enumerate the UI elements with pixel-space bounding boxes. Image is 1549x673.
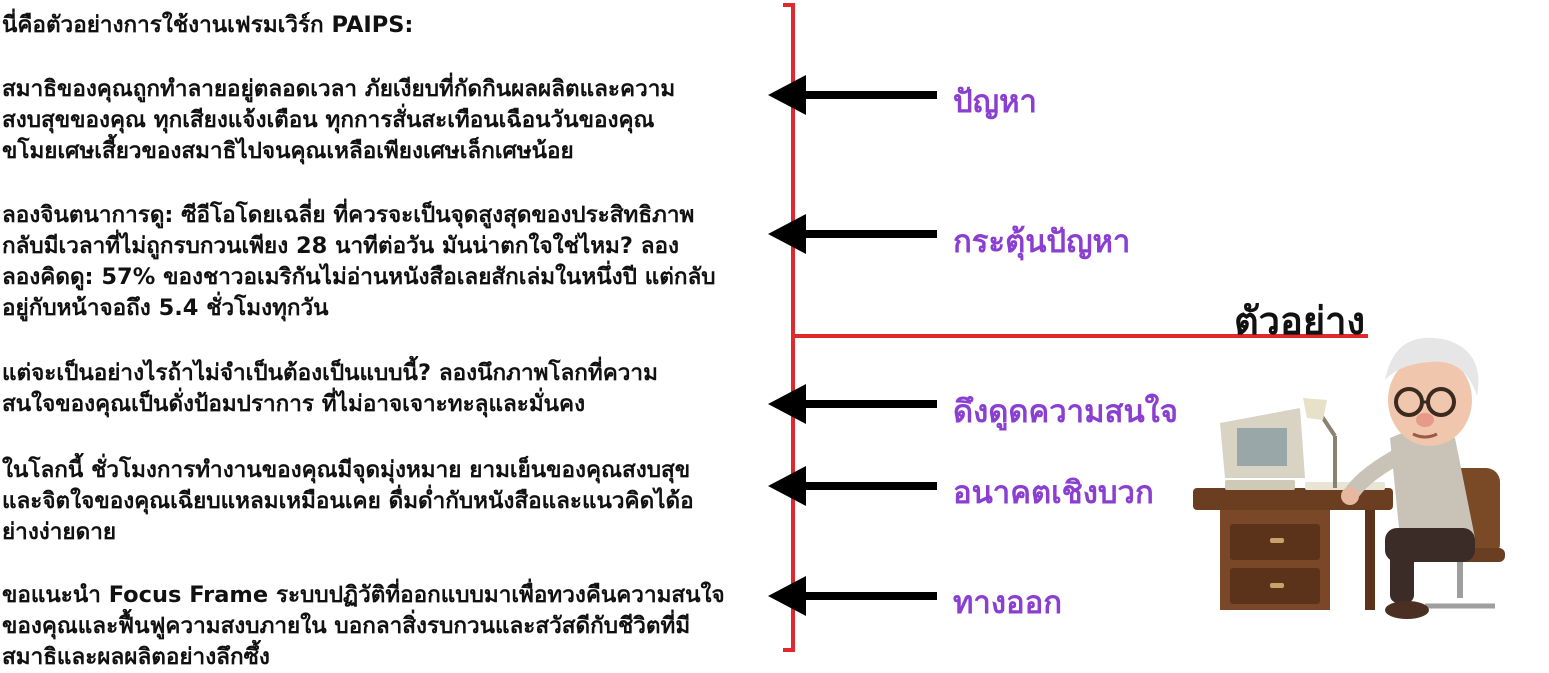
elderly-man <box>1341 337 1479 619</box>
label-intrigue: ดึงดูดความสนใจ <box>953 394 1178 430</box>
intrigue-text: แต่จะเป็นอย่างไรถ้าไม่จำเป็นต้องเป็นแบบน… <box>2 360 658 417</box>
solution-text: ขอแนะนำ Focus Frame ระบบปฏิวัติที่ออกแบบ… <box>2 582 725 670</box>
arrow-positive-future <box>768 466 937 506</box>
arrow-agitate <box>768 214 937 254</box>
bracket-line <box>783 3 795 652</box>
agitate-text: ลองจินตนาการดู: ซีอีโอโดยเฉลี่ย ที่ควรจะ… <box>2 202 716 321</box>
desk <box>1193 488 1393 610</box>
label-positive-future: อนาคตเชิงบวก <box>953 475 1154 511</box>
problem-text: สมาธิของคุณถูกทำลายอยู่ตลอดเวลา ภัยเงียบ… <box>2 76 676 164</box>
intro-text: นี่คือตัวอย่างการใช้งานเฟรมเวิร์ก PAIPS: <box>2 12 414 38</box>
example-heading: ตัวอย่าง <box>1234 299 1365 343</box>
desk-lamp <box>1303 398 1337 488</box>
label-problem: ปัญหา <box>953 84 1037 120</box>
label-solution: ทางออก <box>953 585 1062 621</box>
elderly-man-at-computer-illustration <box>1193 337 1505 619</box>
arrow-intrigue <box>768 384 937 424</box>
positive-future-text: ในโลกนี้ ชั่วโมงการทำงานของคุณมีจุดมุ่งห… <box>2 457 694 545</box>
arrow-solution <box>768 576 937 616</box>
arrow-problem <box>768 75 937 115</box>
label-agitate: กระตุ้นปัญหา <box>953 224 1131 260</box>
